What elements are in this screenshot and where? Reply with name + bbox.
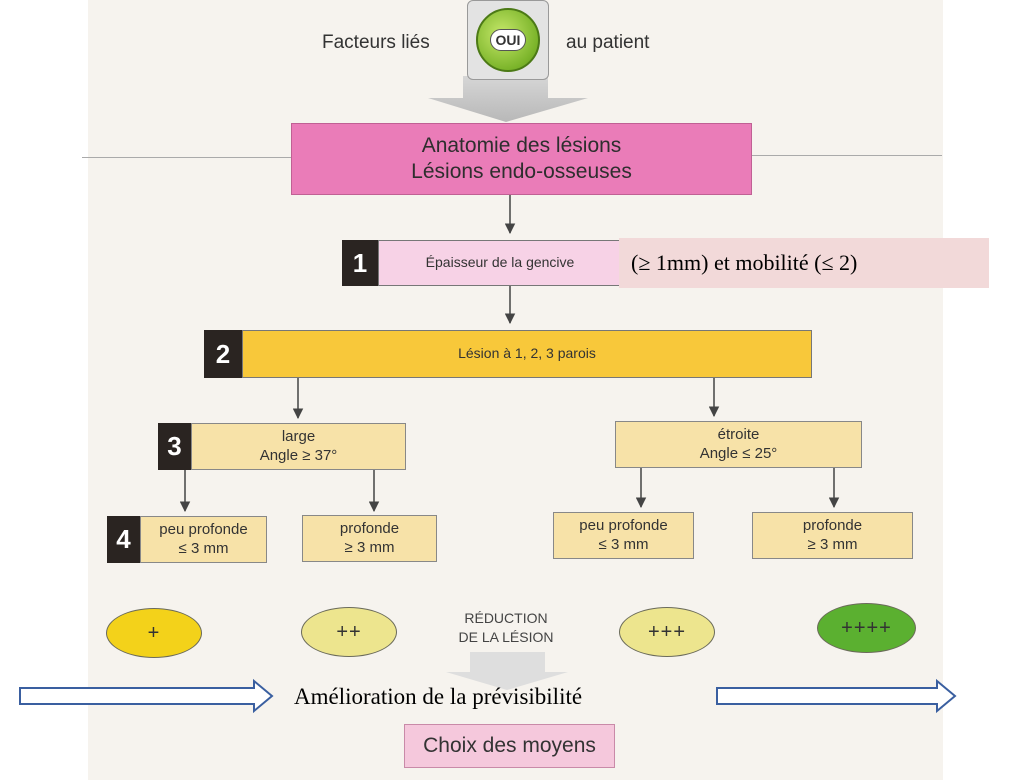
reduction-level-1: + (106, 608, 202, 658)
patient-label: au patient (566, 32, 650, 53)
wide-angle-title: large (281, 427, 316, 445)
step-1-badge: 1 (342, 240, 378, 286)
gum-thickness-box: Épaisseur de la gencive (378, 240, 622, 286)
lesion-walls-box: Lésion à 1, 2, 3 parois (242, 330, 812, 378)
divider-left (82, 157, 292, 158)
reduction-label: RÉDUCTION DE LA LÉSION (447, 609, 565, 647)
depth-label: profonde (802, 516, 863, 534)
reduction-level-4: ++++ (817, 603, 916, 653)
reduction-level-3: +++ (619, 607, 715, 657)
big-down-arrow (428, 76, 588, 122)
step-3-badge: 3 (158, 423, 191, 470)
depth-box-deep-narrow: profonde ≥ 3 mm (752, 512, 913, 559)
mobility-criteria-note: (≥ 1mm) et mobilité (≤ 2) (619, 238, 989, 288)
reduction-down-arrow (446, 652, 568, 690)
wide-angle-value: Angle ≥ 37° (259, 446, 338, 464)
narrow-angle-value: Angle ≤ 25° (699, 444, 778, 462)
predictability-label: Amélioration de la prévisibilité (294, 684, 583, 709)
depth-value: ≥ 3 mm (344, 538, 395, 556)
reduction-label-line2: DE LA LÉSION (458, 628, 554, 645)
depth-label: peu profonde (579, 516, 668, 534)
narrow-angle-title: étroite (717, 425, 760, 443)
factors-label: Facteurs liés (322, 32, 430, 53)
depth-label: peu profonde (159, 520, 248, 538)
anatomy-line2: Lésions endo-osseuses (411, 160, 632, 183)
depth-label: profonde (339, 519, 400, 537)
means-choice-box: Choix des moyens (404, 724, 615, 768)
oui-badge: OUI (476, 8, 540, 72)
reduction-label-line1: RÉDUCTION (464, 610, 548, 626)
anatomy-box: Anatomie des lésions Lésions endo-osseus… (291, 123, 752, 195)
wide-angle-box: large Angle ≥ 37° (191, 423, 406, 470)
divider-right (752, 155, 942, 156)
depth-box-deep-wide: profonde ≥ 3 mm (302, 515, 437, 562)
depth-value: ≥ 3 mm (807, 535, 858, 553)
depth-box-shallow-narrow: peu profonde ≤ 3 mm (553, 512, 694, 559)
depth-box-shallow-wide: peu profonde ≤ 3 mm (140, 516, 267, 563)
depth-value: ≤ 3 mm (178, 539, 229, 557)
step-2-badge: 2 (204, 330, 242, 378)
narrow-angle-box: étroite Angle ≤ 25° (615, 421, 862, 468)
reduction-level-2: ++ (301, 607, 397, 657)
predictability-arrow-left (19, 678, 274, 714)
anatomy-line1: Anatomie des lésions (421, 133, 622, 157)
predictability-arrow-right (716, 678, 957, 714)
step-4-badge: 4 (107, 516, 140, 563)
oui-label: OUI (489, 29, 527, 51)
depth-value: ≤ 3 mm (598, 535, 649, 553)
